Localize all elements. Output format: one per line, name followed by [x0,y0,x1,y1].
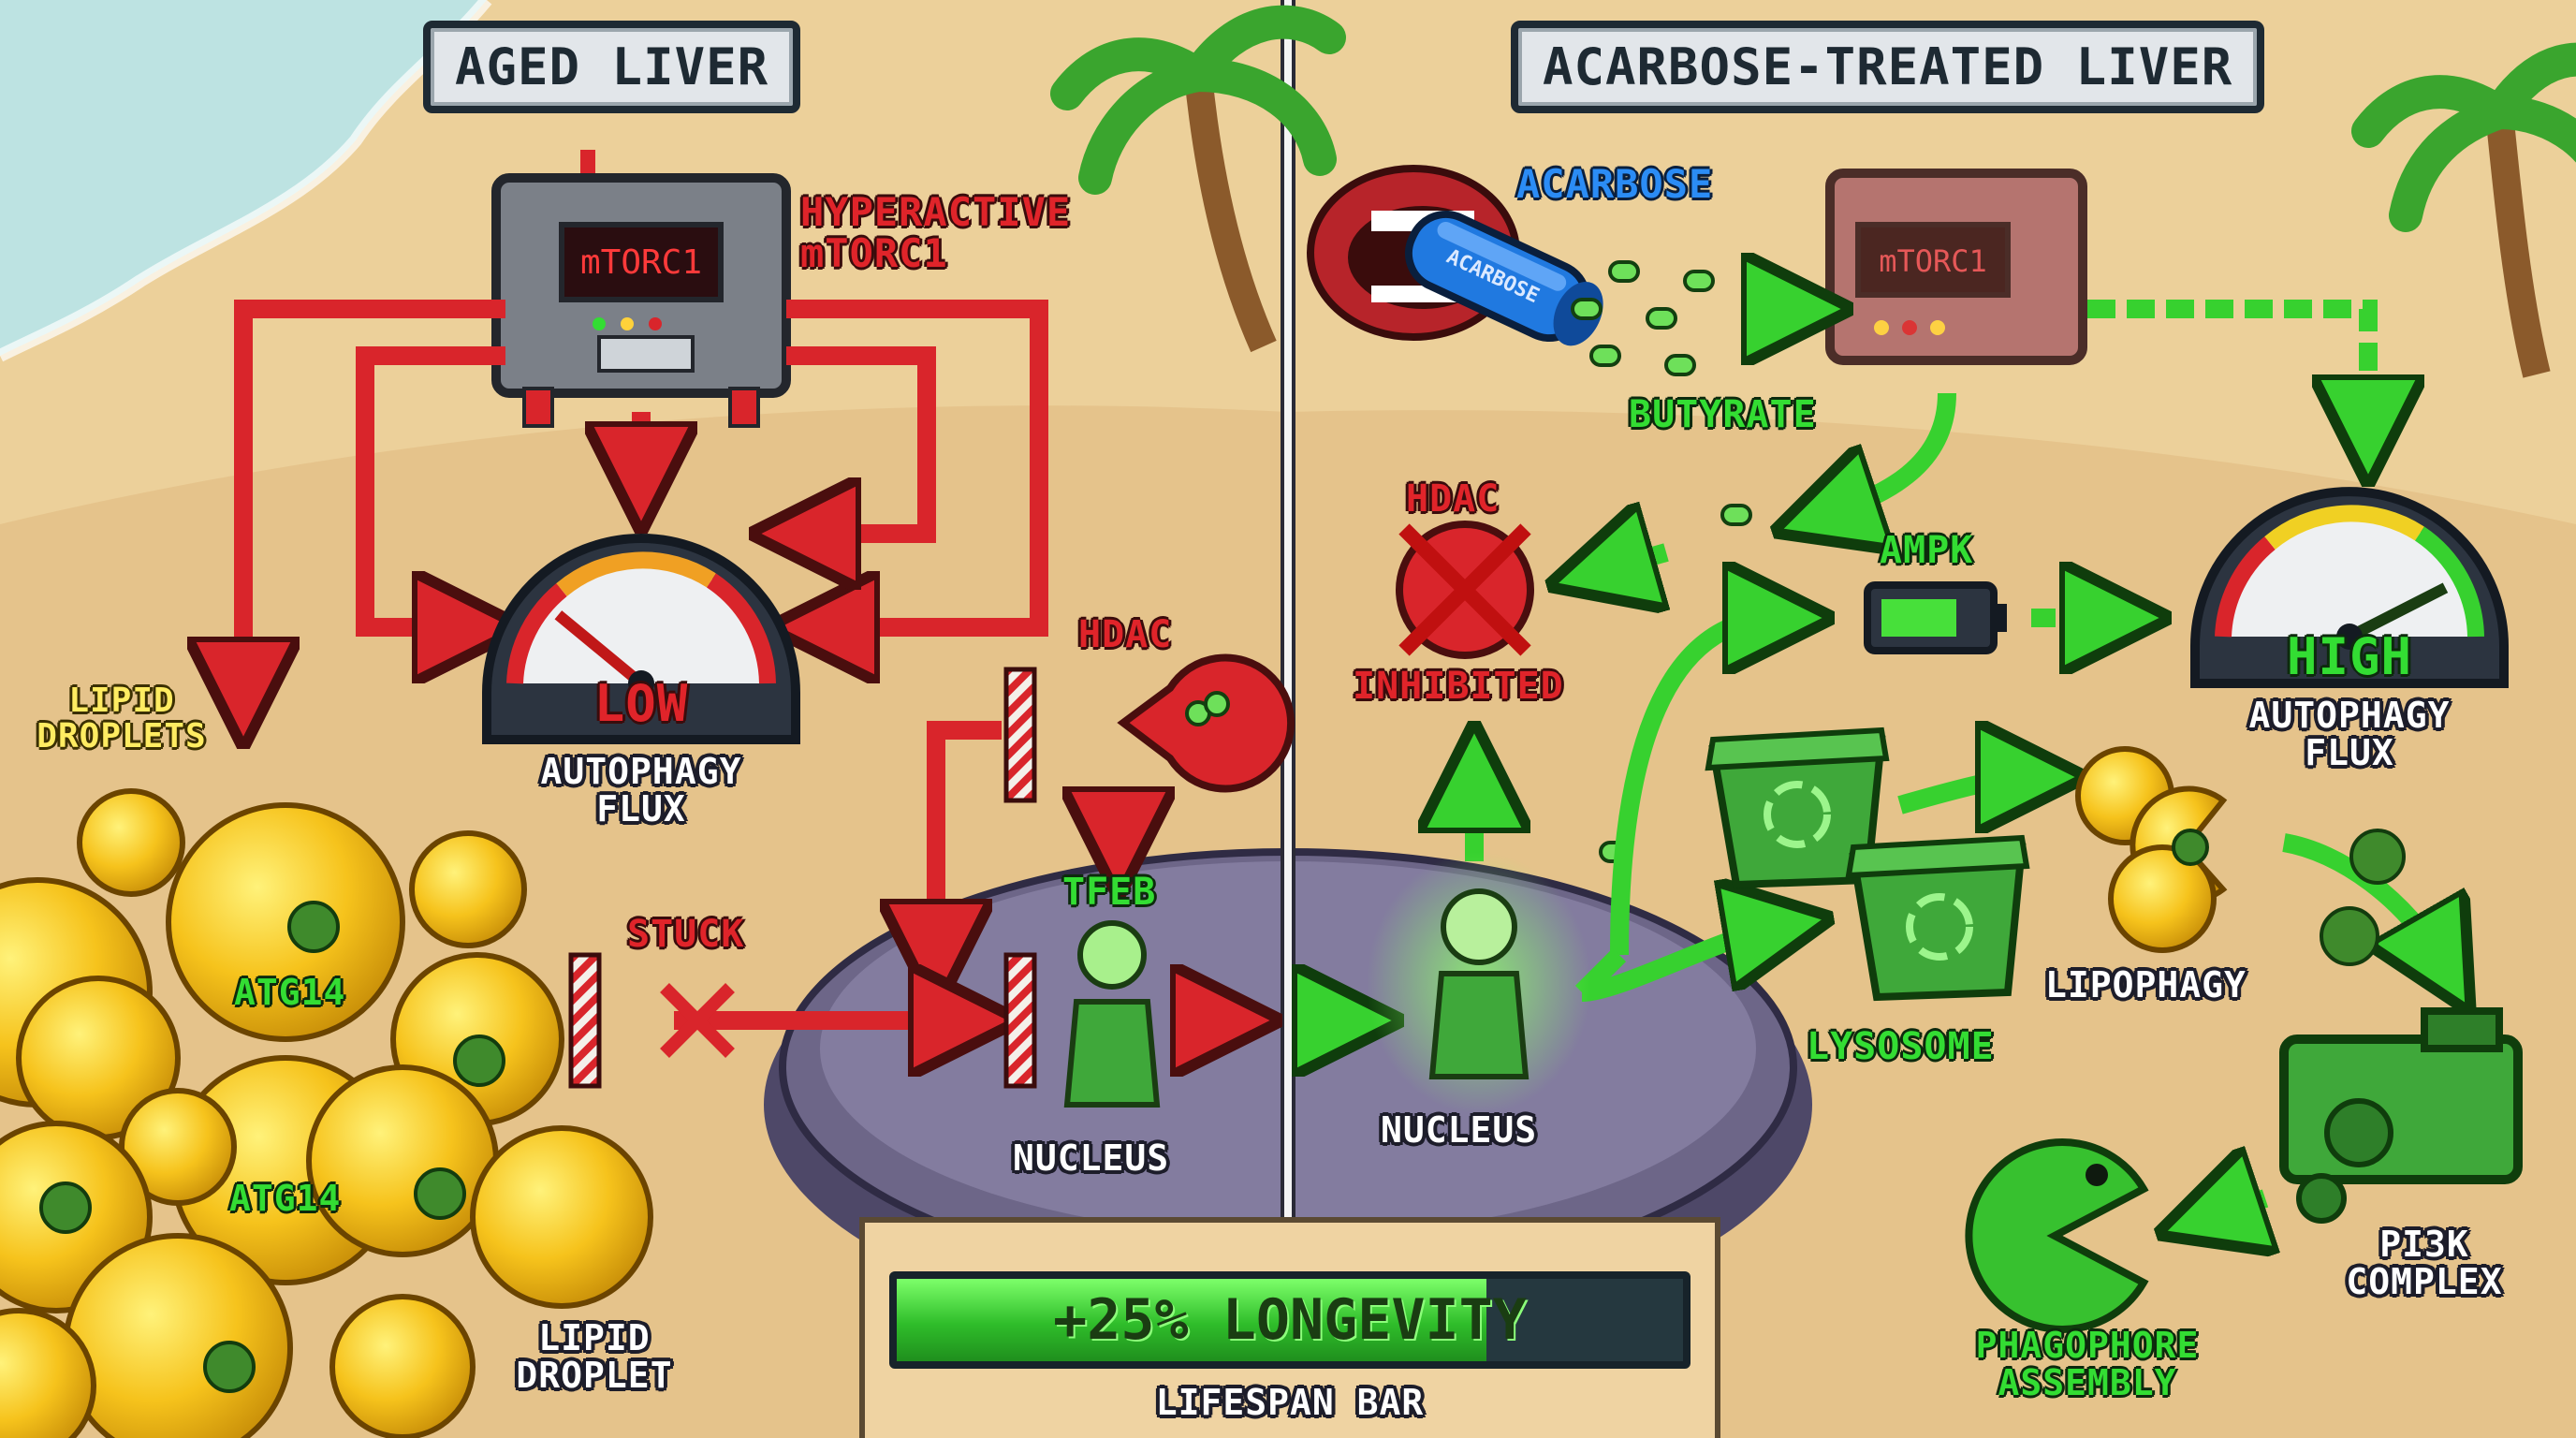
gauge-high-label: HIGH [2286,627,2413,686]
palm-tree-icon [1050,5,1346,353]
hdac-inhibited-icon [1396,521,1534,659]
pi3k-machine-icon [2279,1007,2523,1224]
autophagy-flux-left-label: AUTOPHAGY FLUX [540,751,742,829]
inhibited-label: INHIBITED [1353,665,1564,708]
ampk-label: AMPK [1880,529,1974,572]
mtorc1-right-screen-text: mTORC1 [1879,243,1987,279]
nucleus-figure-icon [1063,920,1161,1108]
blocker-top [1003,667,1037,803]
stuck-x-icon [660,983,735,1058]
phagophore-assembly-label: PHAGOPHORE ASSEMBLY [1975,1325,2200,1403]
lysosome-label: LYSOSOME [1807,1025,1995,1068]
tfeb-label: TFEB [1062,871,1157,914]
blocker-left [568,952,602,1089]
acarbose-liver-title: ACARBOSE-TREATED LIVER [1511,21,2265,113]
nucleus-figure-active-icon [1428,888,1530,1079]
mtorc1-machine-faded-icon [1825,169,2087,365]
battery-icon [1864,581,2007,654]
lifespan-bar-label: LIFESPAN BAR [1155,1382,1425,1423]
gauge-icon-low [482,534,800,744]
gauge-low-label: LOW [593,674,689,733]
recycle-bin-icon [1705,726,1890,889]
inhibit-arrows [243,300,1226,1020]
butyrate-particles [1496,260,1752,863]
lipophagy-label: LIPOPHAGY [2045,964,2247,1005]
sea-water [0,0,487,356]
acarbose-label: ACARBOSE [1516,161,1714,207]
nucleus-left-label: NUCLEUS [1013,1137,1170,1179]
mtorc1-screen-text: mTORC1 [580,243,702,282]
pacman-icon [1965,1138,2149,1333]
lifespan-bar-fill [897,1279,1486,1361]
longevity-text: +25% LONGEVITY [1053,1287,1527,1353]
stuck-label: STUCK [627,913,745,956]
butyrate-label: BUTYRATE [1629,393,1817,436]
recycle-bin-icon [1845,834,2030,1002]
gauge-icon-high [2190,487,2509,688]
autophagy-flux-right-label: AUTOPHAGY FLUX [2248,695,2451,773]
hdac-pacman-icon [1117,653,1295,793]
lifespan-panel: +25% LONGEVITY LIFESPAN BAR [859,1217,1720,1438]
lipid-droplet-label: LIPID DROPLET [516,1317,673,1396]
lifespan-bar: +25% LONGEVITY [889,1271,1690,1369]
hdac-left-label: HDAC [1078,613,1173,656]
palm-tree-icon [2351,42,2576,378]
lipophagy-gears [2172,829,2406,966]
activate-arrows [1310,309,2443,1217]
pi3k-complex-label: PI3K COMPLEX [2346,1224,2503,1302]
atg14-label-b: ATG14 [229,1178,342,1219]
atg14-label-a: ATG14 [234,972,346,1013]
lipid-droplets-label: LIPID DROPLETS [37,682,207,756]
nucleus-right-label: NUCLEUS [1381,1109,1538,1151]
atg14-gears [39,901,505,1393]
hdac-right-label: HDAC [1406,477,1500,521]
aged-liver-title: AGED LIVER [423,21,801,113]
blocker-nucleus [1003,952,1037,1089]
mtorc1-machine-icon [491,150,791,428]
hyperactive-mtorc1-label: HYPERACTIVE mTORC1 [800,189,1072,277]
